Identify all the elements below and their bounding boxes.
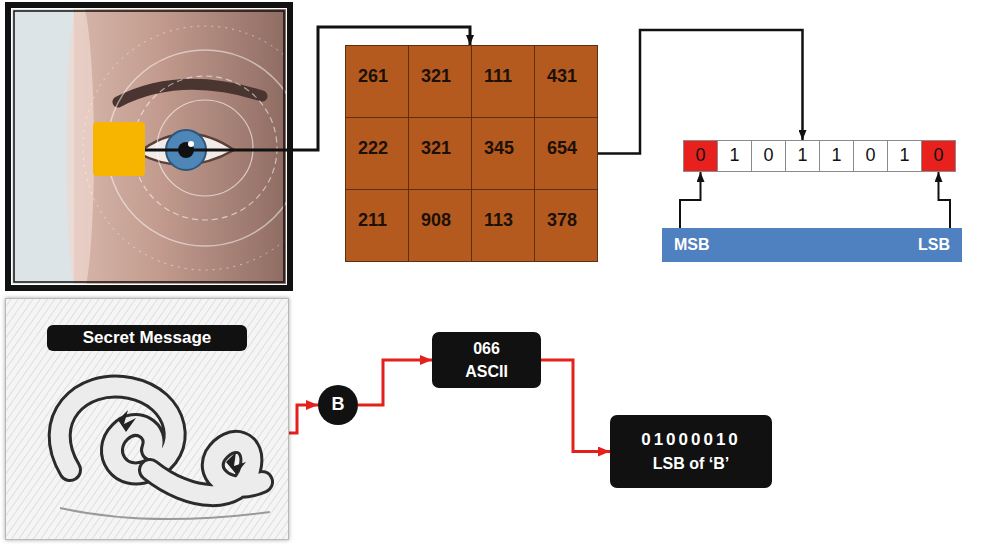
pixel-value: 261 [358,66,388,88]
ascii-label: ASCII [465,362,508,381]
secret-sketch [6,299,288,539]
eyebrow [118,84,262,102]
binary-label: 01000010 [641,430,741,450]
bit-order-label: LSB [918,235,950,254]
character-label: B [332,394,345,416]
bit-order-label: MSB [674,235,710,254]
encoding-arrow [358,360,432,405]
secret-message-frame: Secret Message [5,298,289,540]
bit-cell: 0 [751,140,786,172]
sketch-curl-outline [60,387,175,474]
bit-value: 1 [797,145,807,167]
selected-region [93,122,145,176]
eye-photo [12,9,286,284]
face-edge [66,9,94,284]
bit-value: 1 [899,145,909,167]
pixel-value-cell: 113 [471,189,535,262]
scan-ring [157,100,253,196]
sketch-hatching [6,299,288,539]
bit-value: 0 [933,145,943,167]
sketch-paper [6,299,288,539]
pixel-value: 908 [421,210,451,232]
binary-label: LSB of ‘B’ [653,454,729,473]
bit-pointer-arrow [939,172,951,228]
leader-dot [183,147,190,154]
pixel-value-cell: 211 [345,189,409,262]
bit-value: 0 [763,145,773,167]
photo-frame-inner [14,11,284,282]
pixel-value-cell: 378 [534,189,598,262]
bit-cell: 0 [853,140,888,172]
pixel-value-cell: 321 [408,117,472,190]
encoding-arrow [541,360,610,452]
sketch-tail [150,442,262,495]
encoding-arrow [289,405,318,433]
pixel-value-cell: 111 [471,45,535,118]
pixel-value-cell: 431 [534,45,598,118]
bit-cell: 1 [785,140,820,172]
face-skin [12,9,286,284]
scan-ring [83,26,286,270]
bit-value: 1 [729,145,739,167]
bit-value: 0 [865,145,875,167]
sketch-curl [60,387,175,474]
sketch-blot [226,452,246,474]
sketch-tail-outline [150,442,262,495]
pixel-value-cell: 345 [471,117,535,190]
bit-value: 0 [695,145,705,167]
binary-code-box: 01000010LSB of ‘B’ [610,415,772,488]
pixel-value: 378 [547,210,577,232]
pixel-value: 321 [421,66,451,88]
pixel-value: 431 [547,66,577,88]
photo-background [12,9,74,284]
bit-cell: 1 [717,140,752,172]
pixel-value: 222 [358,138,388,160]
pixel-value-cell: 321 [408,45,472,118]
pixel-value: 654 [547,138,577,160]
eye-highlight [188,141,194,147]
data-flow-arrow [598,30,803,154]
highlighted-bit-cell: 0 [683,140,718,172]
frame-heading: Secret Message [47,325,248,351]
scan-ring [133,76,277,220]
bit-pointer-arrow [680,172,701,228]
pixel-value-cell: 261 [345,45,409,118]
bit-cell: 1 [887,140,922,172]
pixel-value: 211 [358,210,387,232]
bit-cell: 1 [819,140,854,172]
bit-order-band: MSB LSB [662,228,962,262]
photo-frame [8,5,290,288]
ascii-label: 066 [473,339,500,358]
pixel-value: 321 [421,138,451,160]
character-circle: B [318,385,358,425]
highlighted-bit-cell: 0 [921,140,956,172]
pixel-value: 111 [484,66,512,88]
pixel-value-cell: 222 [345,117,409,190]
bit-value: 1 [831,145,841,167]
ascii-code-box: 066ASCII [432,332,541,388]
pixel-value: 113 [484,210,513,232]
pixel-value-cell: 654 [534,117,598,190]
sketch-shadow [60,508,270,519]
sketch-blot [118,410,136,432]
pixel-value-cell: 908 [408,189,472,262]
pixel-value: 345 [484,138,514,160]
